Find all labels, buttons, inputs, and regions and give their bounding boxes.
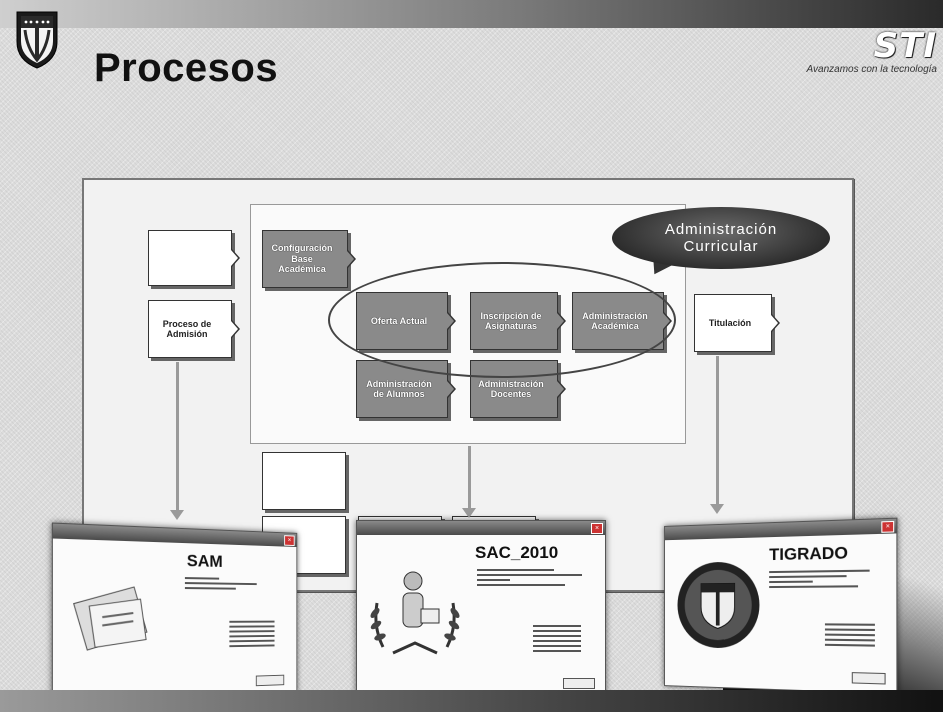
ghost-node — [262, 452, 346, 510]
callout-bubble: Administración Curricular — [612, 207, 830, 269]
empty-process-node — [148, 230, 232, 286]
node-admission-label: Proceso de Admisión — [153, 319, 221, 340]
callout-line1: Administración — [665, 221, 777, 238]
ok-button[interactable] — [256, 675, 284, 687]
arrowhead-icon — [170, 510, 184, 520]
university-seal-icon — [674, 557, 763, 653]
node-titulacion: Titulación — [694, 294, 772, 352]
app-info-lines — [769, 569, 881, 591]
app-info-lines — [477, 569, 587, 589]
close-icon: × — [881, 521, 894, 533]
app-window-tigrado: × TIGRADO — [664, 518, 897, 695]
brand-logo: STI Avanzamos con la tecnología — [767, 26, 937, 75]
top-band — [0, 0, 943, 28]
slide-title: Procesos — [94, 46, 278, 91]
app-title-tigrado: TIGRADO — [769, 543, 848, 565]
node-titulacion-label: Titulación — [709, 318, 751, 328]
close-icon: × — [284, 535, 294, 546]
bottom-band — [0, 690, 943, 712]
node-adm-alumnos-label: Administración de Alumnos — [361, 379, 437, 400]
arrowhead-icon — [462, 508, 476, 518]
ok-button[interactable] — [852, 672, 886, 684]
arrow-to-sac — [468, 446, 471, 510]
curricular-ellipse — [328, 262, 676, 378]
app-info-lines — [825, 623, 875, 649]
window-titlebar: × — [357, 521, 605, 535]
close-icon: × — [591, 523, 603, 534]
node-admission: Proceso de Admisión — [148, 300, 232, 358]
app-title-sam: SAM — [187, 551, 223, 572]
brand-tagline: Avanzamos con la tecnología — [767, 64, 937, 75]
app-info-lines — [229, 621, 274, 650]
app-window-sac: × SAC_2010 — [356, 520, 606, 698]
app-info-lines — [185, 577, 268, 593]
app-window-sam: × SAM — [52, 522, 297, 703]
brand-mark: STI — [767, 26, 937, 66]
node-config: Configuración Base Académica — [262, 230, 348, 288]
laurel-person-icon — [363, 557, 467, 667]
node-adm-docentes-label: Administración Docentes — [475, 379, 547, 400]
university-shield-logo — [14, 8, 60, 70]
arrow-to-sam — [176, 362, 179, 512]
arrow-to-tigrado — [716, 356, 719, 506]
node-config-label: Configuración Base Académica — [267, 243, 337, 274]
arrowhead-icon — [710, 504, 724, 514]
ok-button[interactable] — [563, 678, 595, 689]
callout-line2: Curricular — [683, 238, 758, 255]
app-title-sac: SAC_2010 — [475, 543, 558, 563]
app-info-lines — [533, 625, 581, 655]
document-icon — [68, 575, 161, 660]
